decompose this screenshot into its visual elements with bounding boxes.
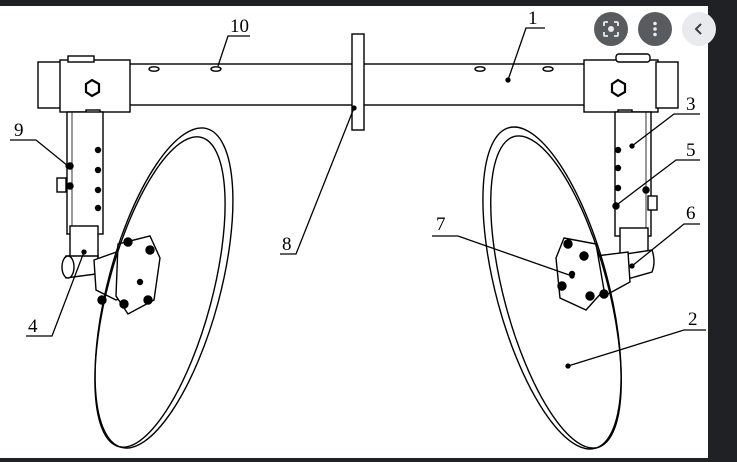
more-options-button[interactable]	[638, 12, 672, 46]
chevron-left-icon	[694, 23, 702, 35]
callout-10: 10	[230, 16, 249, 37]
left-post	[56, 111, 104, 259]
left-hub	[61, 235, 161, 315]
callout-3: 3	[686, 94, 696, 115]
right-hub	[555, 237, 655, 311]
right-post	[612, 111, 658, 259]
visual-search-button[interactable]	[594, 12, 628, 46]
right-end-collar	[583, 53, 679, 117]
leader-6	[631, 223, 700, 267]
leader-8	[280, 107, 355, 255]
leader-7	[432, 235, 573, 277]
right-disc	[482, 126, 622, 450]
leader-3	[631, 113, 700, 147]
callout-8: 8	[282, 234, 292, 255]
lens-icon	[603, 21, 619, 37]
callout-6: 6	[686, 203, 696, 224]
leader-10	[217, 35, 250, 67]
hitch-plate	[351, 33, 365, 131]
left-disc	[94, 127, 234, 449]
callout-1: 1	[528, 8, 538, 29]
callout-4: 4	[28, 316, 38, 337]
leader-9	[10, 139, 69, 167]
callout-2: 2	[688, 309, 698, 330]
leader-4	[26, 251, 85, 337]
machine-drawing	[37, 33, 679, 450]
callout-7: 7	[436, 214, 446, 235]
dots-vertical-icon	[653, 21, 657, 37]
callout-5: 5	[686, 140, 696, 161]
leader-lines	[10, 27, 706, 369]
previous-button[interactable]	[682, 12, 716, 46]
left-end-collar	[37, 55, 131, 117]
callout-9: 9	[14, 120, 24, 141]
leader-5	[617, 159, 700, 205]
leader-2	[567, 329, 706, 367]
leader-1	[507, 27, 545, 81]
